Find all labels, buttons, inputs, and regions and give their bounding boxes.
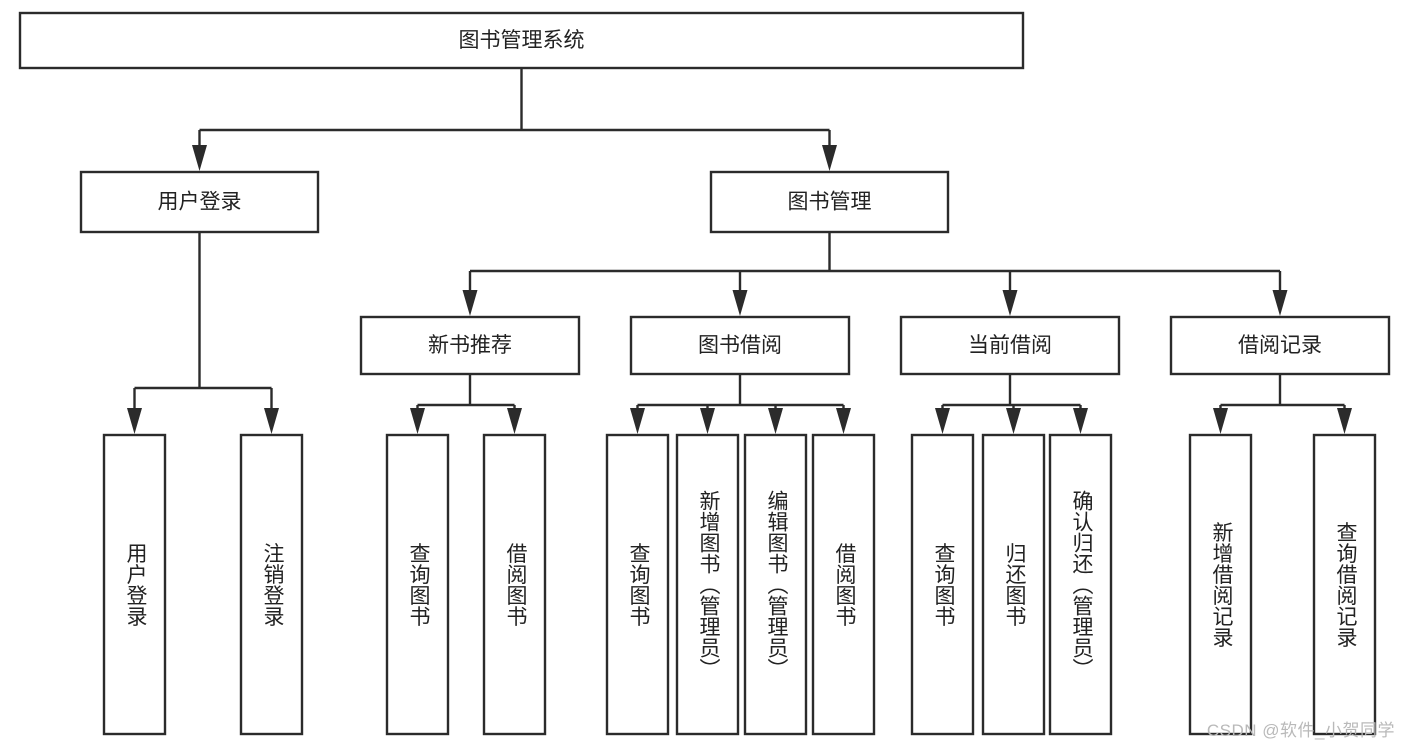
node-new-book-recommend[interactable]: 新书推荐	[359, 315, 581, 376]
node-leaf-borrow-book-rec[interactable]: 借阅图书	[482, 433, 547, 736]
node-label-new-book-recommend: 新书推荐	[428, 334, 512, 357]
node-box-leaf-add-book-admin[interactable]	[675, 433, 740, 736]
node-leaf-query-book-rec[interactable]: 查询图书	[385, 433, 450, 736]
node-label-root: 图书管理系统	[459, 29, 585, 52]
node-box-book-borrow[interactable]	[629, 315, 851, 376]
node-box-borrow-record[interactable]	[1169, 315, 1391, 376]
node-layer: 图书管理系统用户登录图书管理新书推荐图书借阅当前借阅借阅记录用户登录注销登录查询…	[18, 11, 1391, 736]
node-box-leaf-logout[interactable]	[239, 433, 304, 736]
node-box-book-manage[interactable]	[709, 170, 950, 234]
node-box-new-book-recommend[interactable]	[359, 315, 581, 376]
node-box-user-login[interactable]	[79, 170, 320, 234]
node-leaf-edit-book-admin[interactable]: 编辑图书（管理员）	[743, 433, 808, 736]
node-user-login[interactable]: 用户登录	[79, 170, 320, 234]
node-label-leaf-edit-book-admin: 编辑图书（管理员）	[765, 490, 789, 679]
node-root[interactable]: 图书管理系统	[18, 11, 1025, 70]
node-label-borrow-record: 借阅记录	[1238, 334, 1322, 357]
node-leaf-add-borrow-record[interactable]: 新增借阅记录	[1188, 433, 1253, 736]
node-box-leaf-query-book-rec[interactable]	[385, 433, 450, 736]
csdn-watermark: CSDN @软件_小贺同学	[1206, 721, 1395, 740]
node-label-leaf-borrow-book-rec: 借阅图书	[504, 543, 528, 627]
node-leaf-return-book[interactable]: 归还图书	[981, 433, 1046, 736]
node-box-leaf-confirm-return-admin[interactable]	[1048, 433, 1113, 736]
node-book-borrow[interactable]: 图书借阅	[629, 315, 851, 376]
node-leaf-query-book-current[interactable]: 查询图书	[910, 433, 975, 736]
node-box-current-borrow[interactable]	[899, 315, 1121, 376]
node-box-root[interactable]	[18, 11, 1025, 70]
node-label-current-borrow: 当前借阅	[968, 334, 1052, 357]
node-borrow-record[interactable]: 借阅记录	[1169, 315, 1391, 376]
node-leaf-borrow-book[interactable]: 借阅图书	[811, 433, 876, 736]
node-label-leaf-borrow-book: 借阅图书	[833, 543, 857, 627]
node-book-manage[interactable]: 图书管理	[709, 170, 950, 234]
node-current-borrow[interactable]: 当前借阅	[899, 315, 1121, 376]
node-box-leaf-borrow-book-rec[interactable]	[482, 433, 547, 736]
node-label-leaf-query-book-rec: 查询图书	[407, 543, 431, 627]
node-label-book-borrow: 图书借阅	[698, 334, 782, 357]
node-label-leaf-query-book-current: 查询图书	[932, 543, 956, 627]
node-label-leaf-confirm-return-admin: 确认归还（管理员）	[1070, 490, 1094, 679]
node-box-leaf-query-borrow-record[interactable]	[1312, 433, 1377, 736]
node-label-leaf-add-borrow-record: 新增借阅记录	[1210, 522, 1234, 648]
node-label-leaf-query-borrow-record: 查询借阅记录	[1334, 522, 1358, 648]
node-leaf-confirm-return-admin[interactable]: 确认归还（管理员）	[1048, 433, 1113, 736]
node-box-leaf-edit-book-admin[interactable]	[743, 433, 808, 736]
node-box-leaf-return-book[interactable]	[981, 433, 1046, 736]
node-leaf-user-login[interactable]: 用户登录	[102, 433, 167, 736]
node-label-leaf-logout: 注销登录	[261, 543, 285, 627]
node-leaf-query-book-borrow[interactable]: 查询图书	[605, 433, 670, 736]
node-label-leaf-return-book: 归还图书	[1003, 543, 1027, 627]
node-leaf-add-book-admin[interactable]: 新增图书（管理员）	[675, 433, 740, 736]
node-label-leaf-add-book-admin: 新增图书（管理员）	[697, 490, 721, 679]
node-box-leaf-user-login[interactable]	[102, 433, 167, 736]
node-label-leaf-user-login: 用户登录	[124, 543, 148, 627]
node-label-book-manage: 图书管理	[788, 191, 872, 214]
node-box-leaf-add-borrow-record[interactable]	[1188, 433, 1253, 736]
node-box-leaf-borrow-book[interactable]	[811, 433, 876, 736]
connector-layer	[127, 68, 1352, 434]
node-leaf-query-borrow-record[interactable]: 查询借阅记录	[1312, 433, 1377, 736]
node-box-leaf-query-book-current[interactable]	[910, 433, 975, 736]
node-box-leaf-query-book-borrow[interactable]	[605, 433, 670, 736]
node-leaf-logout[interactable]: 注销登录	[239, 433, 304, 736]
node-label-user-login: 用户登录	[158, 191, 242, 214]
node-label-leaf-query-book-borrow: 查询图书	[627, 543, 651, 627]
